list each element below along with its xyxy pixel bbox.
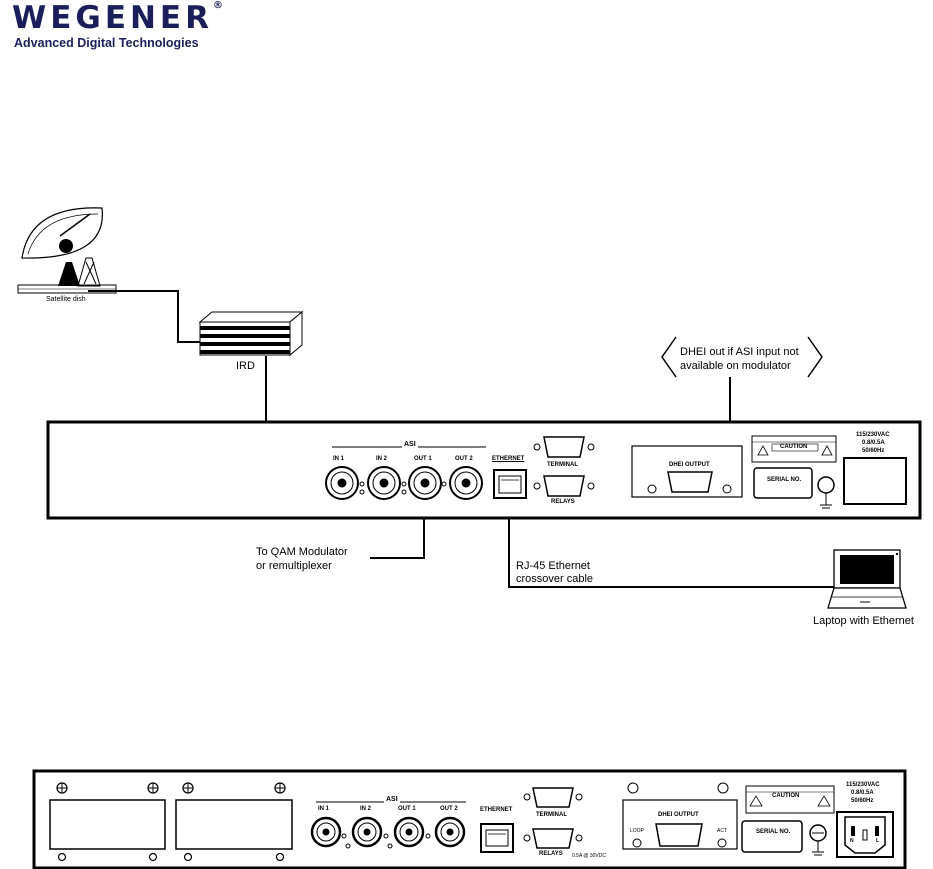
wegener-logo: WEGENER®	[12, 0, 223, 36]
bottom-out2-label: OUT 2	[440, 806, 458, 812]
top-in2-label: IN 2	[376, 456, 388, 462]
top-out2-label: OUT 2	[455, 456, 473, 462]
top-ethernet-label: ETHERNET	[492, 456, 525, 462]
bottom-out1-label: OUT 1	[398, 806, 416, 812]
laptop-icon	[827, 549, 907, 609]
ird-label: IRD	[236, 360, 255, 372]
bottom-act-label: ACT	[717, 828, 727, 834]
bottom-in1-label: IN 1	[318, 806, 330, 812]
dhei-note-braces	[661, 336, 823, 378]
top-serial-label: SERIAL NO.	[767, 477, 802, 483]
logo-name: WEGENER	[12, 0, 213, 36]
bottom-serial-label: SERIAL NO.	[756, 829, 791, 835]
top-asi-label: ASI	[402, 441, 418, 448]
bottom-in2-label: IN 2	[360, 806, 372, 812]
top-dhei-output-label: DHEI OUTPUT	[669, 462, 710, 468]
logo-registered-mark: ®	[212, 0, 223, 11]
bottom-ethernet-label: ETHERNET	[480, 807, 513, 813]
top-power-line1: 115/230VAC	[856, 432, 890, 438]
qam-label-line2: or remultiplexer	[256, 560, 332, 572]
top-in1-label: IN 1	[333, 456, 345, 462]
rj45-label-line2: crossover cable	[516, 573, 594, 585]
bottom-power-line1: 115/230VAC	[846, 782, 880, 788]
satellite-label: Satellite dish	[46, 296, 86, 303]
bottom-line-label: L	[876, 838, 880, 844]
bottom-dhei-output-label: DHEI OUTPUT	[658, 812, 699, 818]
top-caution-label: CAUTION	[780, 444, 808, 450]
satellite-dish-icon	[17, 207, 117, 294]
ird-icon	[198, 310, 304, 357]
qam-label-line1: To QAM Modulator	[256, 546, 348, 558]
bottom-loop-label: LOOP	[630, 828, 644, 834]
bottom-neutral-label: N	[850, 838, 854, 844]
bottom-relays-label: RELAYS	[539, 851, 563, 857]
cable-satellite-to-ird	[88, 290, 200, 343]
top-power-line2: 0.8/0.5A	[862, 440, 885, 446]
bottom-relay-rating: 0.5A @ 30VDC	[572, 853, 606, 859]
bottom-caution-label: CAUTION	[772, 793, 800, 799]
laptop-label: Laptop with Ethernet	[813, 615, 914, 627]
top-terminal-label: TERMINAL	[547, 462, 578, 468]
top-out1-label: OUT 1	[414, 456, 432, 462]
top-power-line3: 50/60Hz	[862, 448, 885, 454]
bottom-power-line2: 0.8/0.5A	[851, 790, 874, 796]
bottom-terminal-label: TERMINAL	[536, 812, 567, 818]
bottom-asi-label: ASI	[384, 796, 400, 803]
bottom-power-line3: 50/60Hz	[851, 798, 874, 804]
rj45-label-line1: RJ-45 Ethernet	[516, 560, 590, 572]
bottom-rear-panel	[32, 769, 907, 869]
top-relays-label: RELAYS	[551, 499, 575, 505]
dhei-note-line2: available on modulator	[680, 360, 791, 372]
cable-ethernet-to-laptop	[508, 494, 834, 588]
logo-tagline: Advanced Digital Technologies	[14, 36, 199, 50]
dhei-note-line1: DHEI out if ASI input not	[680, 346, 799, 358]
top-rear-panel	[46, 420, 922, 520]
